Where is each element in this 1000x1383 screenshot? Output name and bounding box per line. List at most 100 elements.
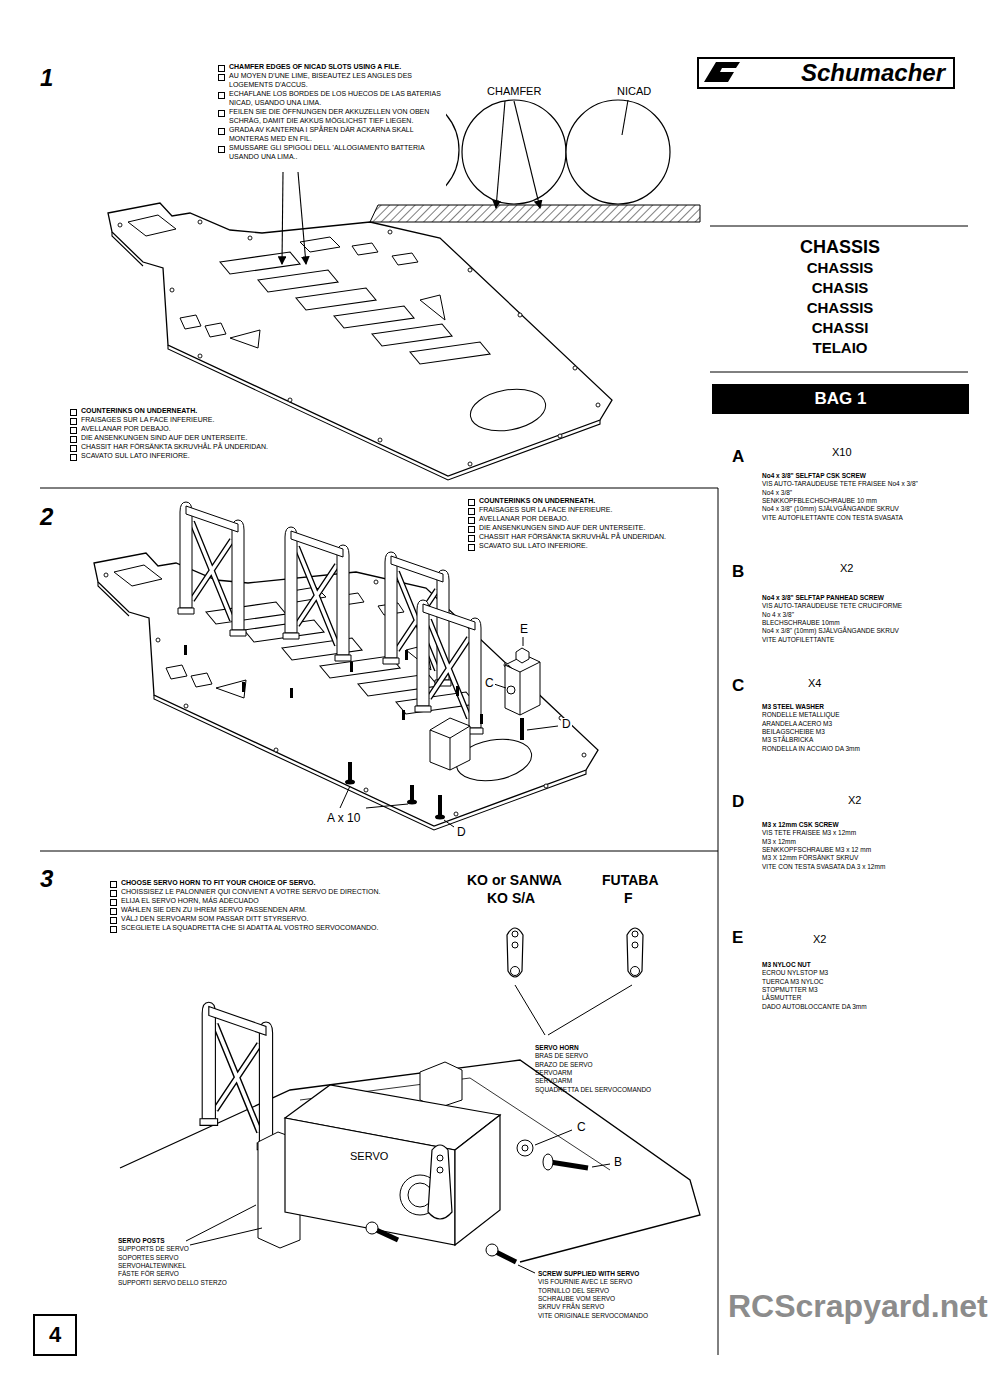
instruction-note: DIE ANSENKUNGEN SIND AUF DER UNTERSEITE. bbox=[468, 524, 716, 533]
part-letter: B bbox=[732, 562, 744, 582]
note-group: CHAMFER EDGES OF NICAD SLOTS USING A FIL… bbox=[218, 63, 453, 161]
instruction-note: VÄLJ DEN SERVOARM SOM PASSAR DITT STYRSE… bbox=[110, 915, 440, 924]
part-description: RONDELLE METALLIQUE bbox=[762, 711, 967, 719]
node-text: BAG 1 bbox=[815, 389, 867, 409]
note-group: CHOOSE SERVO HORN TO FIT YOUR CHOICE OF … bbox=[110, 879, 440, 933]
callout-letter: D bbox=[456, 826, 467, 840]
part-name: SOPORTES SERVO bbox=[118, 1254, 268, 1262]
callout-letter: E bbox=[519, 623, 529, 637]
note-group: SCREW SUPPLIED WITH SERVOVIS FOURNIE AVE… bbox=[538, 1270, 713, 1320]
note-group: M3 STEEL WASHERRONDELLE METALLIQUEARANDE… bbox=[762, 703, 967, 753]
part-description: VIS AUTO-TARAUDEUSE TETE FRAISEE No4 x 3… bbox=[762, 480, 967, 488]
part-description: BLECHSCHRAUBE 10mm bbox=[762, 619, 967, 627]
part-description: SENKKOPFBLECHSCHRAUBE 10 mm bbox=[762, 497, 967, 505]
quantity: X10 bbox=[832, 446, 852, 459]
part-description: M3 NYLOC NUT bbox=[762, 961, 967, 969]
note-group: No4 x 3/8" SELFTAP PANHEAD SCREWVIS AUTO… bbox=[762, 594, 967, 644]
servo-brand: KO S/A bbox=[487, 890, 535, 906]
heading-translation: CHASSI bbox=[712, 318, 968, 338]
part-description: SENKKOPFSCHRAUBE M3 x 12 mm bbox=[762, 846, 967, 854]
step-number: 1 bbox=[40, 64, 53, 92]
part-description: RONDELLA IN ACCIAIO DA 3mm bbox=[762, 745, 967, 753]
page-title: CHASSIS bbox=[712, 236, 968, 258]
part-description: M3 X 12mm FÖRSÄNKT SKRUV bbox=[762, 854, 967, 862]
heading-translation: CHASSIS bbox=[712, 298, 968, 318]
quantity: X2 bbox=[813, 933, 826, 946]
part-name: SQUADRETTA DEL SERVOCOMANDO bbox=[535, 1086, 710, 1094]
quantity: X4 bbox=[808, 677, 821, 690]
instruction-note: SCAVATO SUL LATO INFERIORE. bbox=[468, 542, 716, 551]
part-description: No4 x 3/8" bbox=[762, 489, 967, 497]
instruction-note: COUNTERINKS ON UNDERNEATH. bbox=[70, 407, 330, 416]
part-description: VITE AUTOFILETTANTE bbox=[762, 636, 967, 644]
part-description: VITE AUTOFILETTANTE CON TESTA SVASATA bbox=[762, 514, 967, 522]
node-text: Schumacher bbox=[801, 59, 945, 87]
note-group: M3 NYLOC NUTECROU NYLSTOP M3TUERCA M3 NY… bbox=[762, 961, 967, 1011]
part-letter: A bbox=[732, 447, 744, 467]
part-description: No 4 x 3/8" bbox=[762, 611, 967, 619]
part-name: SCHRAUBE VOM SERVO bbox=[538, 1295, 713, 1303]
part-name: SUPPORTS DE SERVO bbox=[118, 1245, 268, 1253]
note-group: No4 x 3/8" SELFTAP CSK SCREWVIS AUTO-TAR… bbox=[762, 472, 967, 522]
instruction-note: SCAVATO SUL LATO INFERIORE. bbox=[70, 452, 330, 461]
part-description: No4 x 3/8" SELFTAP CSK SCREW bbox=[762, 472, 967, 480]
instruction-note: CHAMFER EDGES OF NICAD SLOTS USING A FIL… bbox=[218, 63, 453, 72]
note-group: COUNTERINKS ON UNDERNEATH.FRAISAGES SUR … bbox=[70, 407, 330, 461]
callout-letter: C bbox=[576, 1121, 587, 1135]
bag-banner: BAG 1 bbox=[712, 384, 969, 414]
part-name: SKRUV FRÅN SERVO bbox=[538, 1303, 713, 1311]
callout-letter: C bbox=[484, 677, 495, 691]
callout-letter: B bbox=[613, 1156, 623, 1170]
part-description: No4 x 3/8" (10mm) SJÄLVGÅNGANDE SKRUV bbox=[762, 627, 967, 635]
heading-translation: CHASSIS bbox=[712, 258, 968, 278]
part-description: M3 STÅLBRICKA bbox=[762, 736, 967, 744]
part-name: VIS FOURNIE AVEC LE SERVO bbox=[538, 1278, 713, 1286]
part-description: DADO AUTOBLOCCANTE DA 3mm bbox=[762, 1003, 967, 1011]
part-description: VIS AUTO-TARAUDEUSE TETE CRUCIFORME bbox=[762, 602, 967, 610]
part-letter: E bbox=[732, 928, 743, 948]
part-name: SCREW SUPPLIED WITH SERVO bbox=[538, 1270, 713, 1278]
part-description: No4 x 3/8" (10mm) SJÄLVGÅNGANDE SKRUV bbox=[762, 505, 967, 513]
callout-label: CHAMFER bbox=[487, 85, 541, 98]
instruction-note: CHASSIT HAR FÖRSÄNKTA SKRUVHÅL PÅ UNDERI… bbox=[70, 443, 330, 452]
instruction-note: COUNTERINKS ON UNDERNEATH. bbox=[468, 497, 716, 506]
callout-letter: D bbox=[561, 718, 572, 732]
part-name: FÄSTE FÖR SERVO bbox=[118, 1270, 268, 1278]
instruction-note: FEILEN SIE DIE ÖFFNUNGEN DER AKKUZELLEN … bbox=[218, 108, 453, 126]
note-group: SERVO POSTSSUPPORTS DE SERVOSOPORTES SER… bbox=[118, 1237, 268, 1287]
servo-brand: FUTABA bbox=[602, 872, 659, 888]
instruction-note: ECHAFLANE LOS BORDES DE LOS HUECOS DE LA… bbox=[218, 90, 453, 108]
part-name: TORNILLO DEL SERVO bbox=[538, 1287, 713, 1295]
part-description: M3 x 12mm CSK SCREW bbox=[762, 821, 967, 829]
part-letter: D bbox=[732, 792, 744, 812]
note-group: M3 x 12mm CSK SCREWVIS TETE FRAISEE M3 x… bbox=[762, 821, 967, 871]
instruction-note: AU MOYEN D'UNE LIME, BISEAUTEZ LES ANGLE… bbox=[218, 72, 453, 90]
heading-column: CHASSISCHASSISCHASISCHASSISCHASSITELAIO bbox=[712, 236, 968, 358]
instruction-note: GRADA AV KANTERNA I SPÅREN DÄR ACKARNA S… bbox=[218, 126, 453, 144]
part-name: VITE ORIGINALE SERVOCOMANDO bbox=[538, 1312, 713, 1320]
instruction-note: FRAISAGES SUR LA FACE INFERIEURE. bbox=[468, 506, 716, 515]
instruction-note: CHOOSE SERVO HORN TO FIT YOUR CHOICE OF … bbox=[110, 879, 440, 888]
part-description: No4 x 3/8" SELFTAP PANHEAD SCREW bbox=[762, 594, 967, 602]
servo-brand: F bbox=[624, 890, 633, 906]
part-name: SERVO HORN bbox=[535, 1044, 710, 1052]
part-description: M3 x 12mm bbox=[762, 838, 967, 846]
part-letter: C bbox=[732, 676, 744, 696]
part-name: SERVOARM bbox=[535, 1077, 710, 1085]
part-description: VITE CON TESTA SVASATA DA 3 x 12mm bbox=[762, 863, 967, 871]
part-description: ECROU NYLSTOP M3 bbox=[762, 969, 967, 977]
instruction-note: CHOISSISEZ LE PALONNIER QUI CONVIENT A V… bbox=[110, 888, 440, 897]
instruction-note: ELIJA EL SERVO HORN, MÁS ADECUADO bbox=[110, 897, 440, 906]
quantity: X2 bbox=[840, 562, 853, 575]
part-name: SUPPORTI SERVO DELLO STERZO bbox=[118, 1279, 268, 1287]
part-name: SERVOHALTEWINKEL bbox=[118, 1262, 268, 1270]
node-text: 4 bbox=[49, 1322, 61, 1348]
part-description: M3 STEEL WASHER bbox=[762, 703, 967, 711]
instruction-note: AVELLANAR POR DEBAJO. bbox=[468, 515, 716, 524]
note-group: COUNTERINKS ON UNDERNEATH.FRAISAGES SUR … bbox=[468, 497, 716, 551]
part-label: SERVO bbox=[350, 1150, 388, 1163]
part-description: STOPMUTTER M3 bbox=[762, 986, 967, 994]
part-name: SERVO POSTS bbox=[118, 1237, 268, 1245]
instruction-note: FRAISAGES SUR LA FACE INFERIEURE. bbox=[70, 416, 330, 425]
step-number: 3 bbox=[40, 865, 53, 893]
